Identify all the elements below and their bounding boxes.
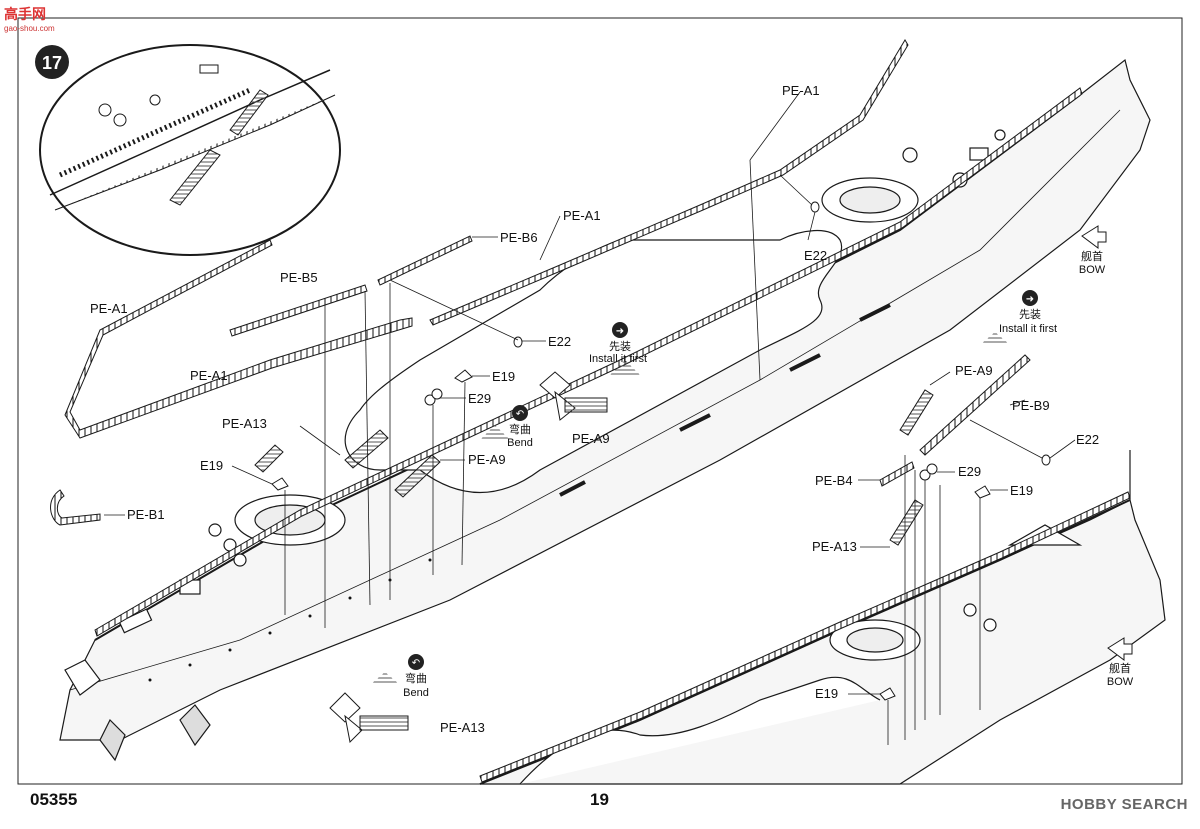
note-install-cn-2: 先装 — [1019, 308, 1041, 321]
label-pe-a1-top: PE-A1 — [782, 83, 820, 98]
label-e22-top: E22 — [804, 248, 827, 263]
label-pe-a1-left2: PE-A1 — [190, 368, 228, 383]
notes: 先装 Install it first 先装 Install it first … — [403, 249, 1134, 699]
note-install-en-2: Install it first — [999, 323, 1057, 335]
label-e29-main: E29 — [468, 391, 491, 406]
note-bend-cn-2: 弯曲 — [405, 671, 427, 685]
label-e19-main: E19 — [492, 369, 515, 384]
watermark-site-url: gao-shou.com — [4, 24, 55, 33]
page-number: 19 — [590, 790, 609, 809]
label-pe-a13-right: PE-A13 — [812, 539, 857, 554]
label-pe-b4: PE-B4 — [815, 473, 853, 488]
label-e22-main: E22 — [548, 334, 571, 349]
note-bend-en-1: Bend — [507, 437, 533, 449]
step-badge: 17 — [35, 45, 69, 79]
label-e19-bottom: E19 — [815, 686, 838, 701]
svg-text:➜: ➜ — [1026, 294, 1034, 305]
label-pe-a1-mid: PE-A1 — [563, 208, 601, 223]
railings — [50, 39, 1131, 783]
detail-hull — [479, 450, 1166, 785]
step-number: 17 — [42, 53, 62, 73]
label-e19-left: E19 — [200, 458, 223, 473]
leader-lines — [104, 91, 1076, 745]
label-pe-a1-left: PE-A1 — [90, 301, 128, 316]
svg-text:➜: ➜ — [616, 326, 624, 337]
note-bow-en-1: BOW — [1079, 264, 1106, 276]
part-labels: PE-A1 PE-A1 PE-B6 PE-B5 PE-A1 PE-A1 E22 … — [90, 83, 1099, 735]
detail-inset — [39, 44, 341, 256]
label-pe-b1: PE-B1 — [127, 507, 165, 522]
product-code: 05355 — [30, 790, 78, 809]
svg-text:↶: ↶ — [516, 409, 524, 420]
bend-details — [329, 371, 608, 744]
label-pe-a9-right: PE-A9 — [955, 363, 993, 378]
note-bow-en-2: BOW — [1107, 676, 1134, 688]
label-pe-a13-main: PE-A13 — [222, 416, 267, 431]
watermark-site: 高手网 gao-shou.com — [4, 4, 55, 33]
note-install-cn-1: 先装 — [609, 340, 631, 353]
label-pe-a9-main: PE-A9 — [468, 452, 506, 467]
label-pe-a13-bend: PE-A13 — [440, 720, 485, 735]
label-e19-right: E19 — [1010, 483, 1033, 498]
svg-text:↶: ↶ — [412, 658, 420, 669]
instruction-arrows: ➜ ➜ ↶ ↶ — [370, 225, 1133, 685]
note-bow-cn-1: 舰首 — [1081, 249, 1103, 263]
watermark-site-name: 高手网 — [4, 6, 46, 22]
note-bend-en-2: Bend — [403, 687, 429, 699]
hobby-search-watermark: HOBBY SEARCH — [1060, 796, 1188, 813]
label-pe-a9-bend: PE-A9 — [572, 431, 610, 446]
label-e22-right: E22 — [1076, 432, 1099, 447]
label-pe-b6: PE-B6 — [500, 230, 538, 245]
note-bow-cn-2: 舰首 — [1109, 661, 1131, 675]
label-pe-b9: PE-B9 — [1012, 398, 1050, 413]
label-e29-right: E29 — [958, 464, 981, 479]
label-pe-b5: PE-B5 — [280, 270, 318, 285]
note-bend-cn-1: 弯曲 — [509, 422, 531, 436]
note-install-en-1: Install it first — [589, 353, 647, 365]
small-parts — [271, 201, 1051, 701]
